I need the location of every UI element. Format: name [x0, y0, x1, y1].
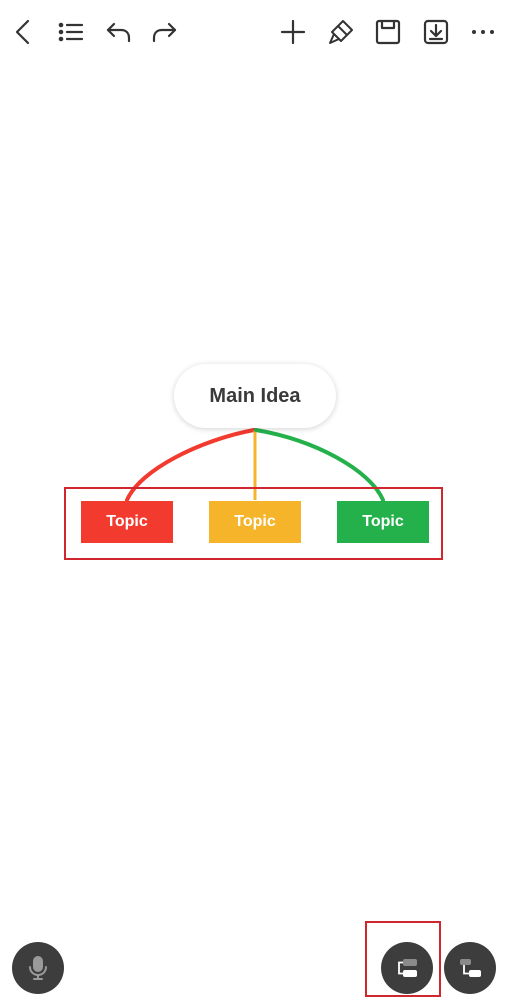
topic-node-3[interactable]: Topic — [337, 501, 429, 543]
microphone-icon — [29, 956, 47, 980]
outline-list-icon[interactable] — [51, 12, 91, 52]
export-icon[interactable] — [416, 12, 456, 52]
format-brush-icon[interactable] — [321, 12, 361, 52]
layout-structure-button[interactable] — [381, 942, 433, 994]
layout-structure-icon — [398, 959, 417, 977]
undo-icon[interactable] — [98, 12, 138, 52]
save-icon[interactable] — [368, 12, 408, 52]
layout-button-highlight — [365, 921, 441, 997]
topics-selection-highlight — [64, 487, 443, 560]
voice-input-button[interactable] — [12, 942, 64, 994]
layout-tree-icon — [460, 959, 481, 977]
more-icon[interactable] — [463, 12, 503, 52]
add-icon[interactable] — [273, 12, 313, 52]
main-idea-node[interactable]: Main Idea — [174, 364, 336, 428]
back-icon[interactable] — [4, 12, 44, 52]
topic-node-1[interactable]: Topic — [81, 501, 173, 543]
redo-icon[interactable] — [145, 12, 185, 52]
top-toolbar — [0, 0, 508, 64]
layout-tree-button[interactable] — [444, 942, 496, 994]
topic-node-2[interactable]: Topic — [209, 501, 301, 543]
